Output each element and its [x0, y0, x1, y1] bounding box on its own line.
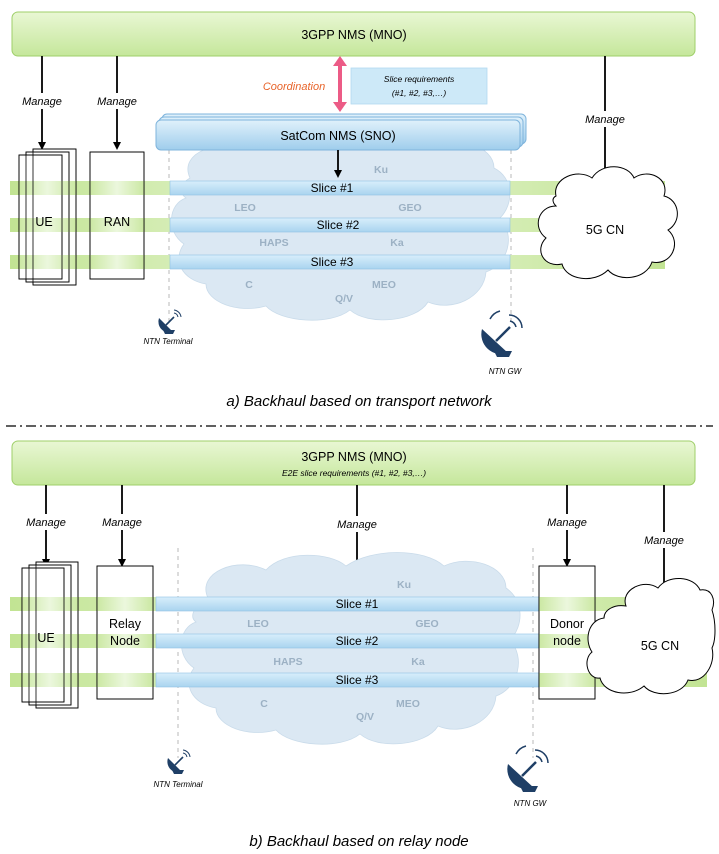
- relay-band-overlay-2: [97, 634, 153, 648]
- ran-band-overlay-2: [90, 218, 144, 232]
- ue-label-b: UE: [37, 631, 54, 645]
- slice-requirements-box: [350, 67, 488, 105]
- orbit-meo-b: MEO: [396, 698, 420, 710]
- donor-band-overlay-3: [539, 673, 595, 687]
- satcom-nms-title: SatCom NMS (SNO): [280, 129, 395, 143]
- nms-title-b: 3GPP NMS (MNO): [301, 450, 406, 464]
- manage-label-cn-a: Manage: [585, 114, 625, 126]
- e2e-requirements: E2E slice requirements (#1, #2, #3,…): [282, 468, 426, 478]
- orbit-leo-a: LEO: [234, 202, 256, 214]
- ue-outline-back1: [25, 151, 70, 283]
- manage-bg-cn-b: [634, 532, 694, 548]
- cn-cloud-b: [586, 578, 716, 695]
- manage-label-bg-ue-a: [14, 93, 70, 109]
- satellite-dish-icon-gw-a: [481, 310, 523, 357]
- orbit-geo-a: GEO: [398, 202, 421, 214]
- manage-label-center-b: Manage: [337, 519, 377, 531]
- ue-outline-a: [18, 154, 63, 280]
- manage-label-donor-b: Manage: [547, 517, 587, 529]
- manage-bg-ue-b: [16, 514, 76, 530]
- ntn-terminal-label-b: NTN Terminal: [153, 780, 202, 789]
- donor-band-overlay-2: [539, 634, 595, 648]
- cn-label-a: 5G CN: [586, 223, 624, 237]
- cn-label-b: 5G CN: [641, 639, 679, 653]
- nms-bar-a: [11, 11, 696, 57]
- cn-cloud-a: [537, 166, 678, 280]
- ue-band-overlay-1: [19, 181, 76, 195]
- caption-b: b) Backhaul based on relay node: [249, 833, 468, 850]
- ue-outline-b: [21, 567, 65, 703]
- ue-outline-back2: [32, 148, 77, 286]
- coordination-label: Coordination: [263, 81, 325, 93]
- relay-band-overlay-3: [97, 673, 153, 687]
- nms-bar-b: [11, 440, 696, 486]
- orbit-qv-b: Q/V: [356, 711, 374, 723]
- orbit-c-b: C: [260, 698, 268, 710]
- slice-bar-3-a: [169, 254, 511, 270]
- orbit-haps-a: HAPS: [259, 237, 288, 249]
- manage-label-ue-b: Manage: [26, 517, 66, 529]
- manage-label-ran-a: Manage: [97, 96, 137, 108]
- satellite-dish-icon-gw-b: [507, 745, 549, 792]
- ran-label: RAN: [104, 215, 130, 229]
- orbit-meo-a: MEO: [372, 279, 396, 291]
- orbit-leo-b: LEO: [247, 618, 269, 630]
- diagram-a: 3GPP NMS (MNO) Manage Manage Manage Coor…: [10, 11, 696, 410]
- relay-label-1: Relay: [109, 617, 142, 631]
- donor-label-2: node: [553, 634, 581, 648]
- manage-label-bg-cn-a: [577, 111, 633, 127]
- ue-outline-back1-b: [28, 564, 72, 706]
- slice-label-2-b: Slice #2: [336, 634, 379, 648]
- slice-label-2-a: Slice #2: [317, 218, 360, 232]
- ue-band-overlay-3: [19, 255, 76, 269]
- ran-band-overlay-3: [90, 255, 144, 269]
- ntn-gw-label-b: NTN GW: [514, 799, 548, 808]
- ue-b-band-overlay-1: [22, 597, 78, 611]
- satellite-dish-icon-terminal-a: [158, 309, 182, 334]
- ue-outline-back2-b: [35, 561, 79, 709]
- orbit-ku-b: Ku: [397, 579, 411, 591]
- nms-title-a: 3GPP NMS (MNO): [301, 28, 406, 42]
- orbit-ka-b: Ka: [411, 656, 425, 668]
- relay-band-overlay-1: [97, 597, 153, 611]
- manage-bg-donor-b: [537, 514, 597, 530]
- caption-a: a) Backhaul based on transport network: [226, 393, 493, 410]
- ran-outline: [89, 151, 145, 280]
- orbit-geo-b: GEO: [415, 618, 438, 630]
- manage-label-ue-a: Manage: [22, 96, 62, 108]
- manage-label-cn-b: Manage: [644, 535, 684, 547]
- manage-bg-center-b: [327, 516, 387, 532]
- orbit-qv-a: Q/V: [335, 293, 353, 305]
- manage-label-relay-b: Manage: [102, 517, 142, 529]
- satellite-dish-icon-terminal-b: [167, 749, 191, 774]
- manage-label-bg-ran-a: [89, 93, 145, 109]
- coordination-arrow: [333, 56, 347, 112]
- slice-label-1-b: Slice #1: [336, 597, 379, 611]
- ue-b-band-overlay-3: [22, 673, 78, 687]
- ntn-gw-label-a: NTN GW: [489, 367, 523, 376]
- ran-band-overlay-1: [90, 181, 144, 195]
- slice-requirements-line1: Slice requirements: [384, 74, 455, 84]
- diagram-b: 3GPP NMS (MNO) E2E slice requirements (#…: [10, 440, 716, 850]
- slice-label-3-a: Slice #3: [311, 255, 354, 269]
- orbit-ka-a: Ka: [390, 237, 404, 249]
- satellite-cloud-b: [181, 552, 521, 745]
- orbit-haps-b: HAPS: [273, 656, 302, 668]
- ntn-terminal-label-a: NTN Terminal: [143, 337, 192, 346]
- slice-label-1-a: Slice #1: [311, 181, 354, 195]
- orbit-c-a: C: [245, 279, 253, 291]
- ue-label-a: UE: [35, 215, 52, 229]
- slice-label-3-b: Slice #3: [336, 673, 379, 687]
- slice-bar-2-a: [169, 217, 511, 233]
- donor-label-1: Donor: [550, 617, 584, 631]
- donor-band-overlay-1: [539, 597, 595, 611]
- relay-label-2: Node: [110, 634, 140, 648]
- slice-requirements-line2: (#1, #2, #3,…): [392, 88, 447, 98]
- manage-bg-relay-b: [92, 514, 152, 530]
- slice-bar-1-a: [169, 180, 511, 196]
- orbit-ku-a: Ku: [374, 164, 388, 176]
- relay-node-outline: [96, 565, 154, 700]
